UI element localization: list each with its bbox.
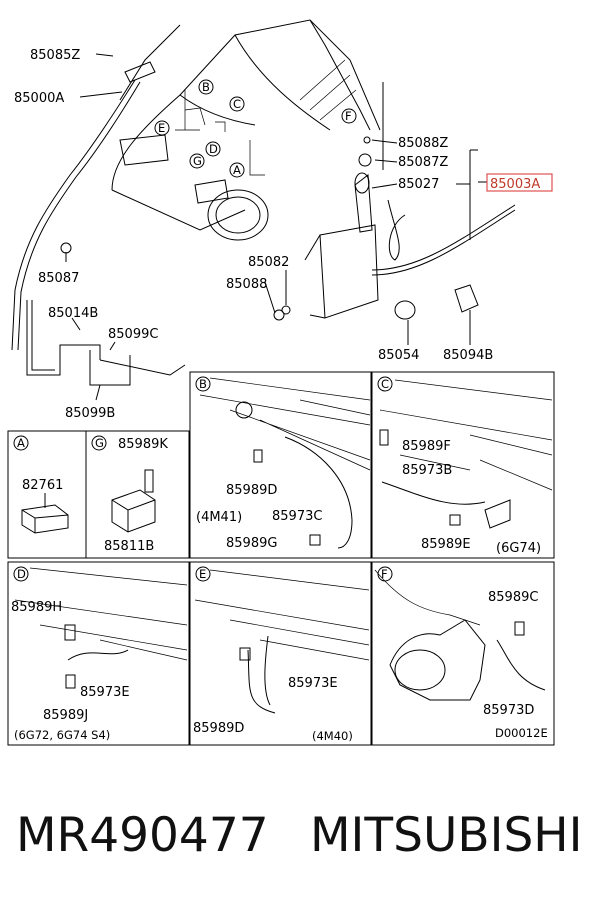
- label-85003A[interactable]: 85003A: [490, 177, 540, 192]
- panel-C-bolt2: 85989E: [421, 537, 471, 552]
- label-85099C: 85099C: [108, 327, 158, 342]
- callout-B: B: [202, 80, 210, 94]
- panel-C-note: (6G74): [496, 541, 541, 556]
- panel-G-letter: G: [95, 436, 104, 450]
- label-85087Z: 85087Z: [398, 155, 448, 170]
- panel-D-bolt: 85989H: [11, 600, 62, 615]
- label-85082: 85082: [248, 255, 289, 270]
- panel-D-bolt2: 85989J: [43, 708, 88, 723]
- label-85094B: 85094B: [443, 348, 493, 363]
- callout-E: E: [158, 121, 165, 135]
- label-85027: 85027: [398, 177, 439, 192]
- panel-A-part: 82761: [22, 478, 63, 493]
- panel-E-note: (4M40): [312, 729, 353, 743]
- vehicle-outline: [111, 19, 381, 241]
- panel-D-harness: 85973E: [80, 685, 130, 700]
- panel-E-bolt: 85989D: [193, 721, 244, 736]
- panel-B-bolt2: 85989G: [226, 536, 277, 551]
- panel-C-letter: C: [381, 377, 389, 391]
- panel-C-harness: 85973B: [402, 463, 452, 478]
- label-85088: 85088: [226, 277, 267, 292]
- panel-D-letter: D: [17, 567, 26, 581]
- leader-lines: [65, 53, 488, 401]
- callout-G: G: [193, 154, 202, 168]
- label-85085Z: 85085Z: [30, 48, 80, 63]
- panel-D-note: (6G72, 6G74 S4): [14, 728, 110, 742]
- panel-frames: [7, 371, 555, 746]
- panel-C-bolt: 85989F: [402, 439, 451, 454]
- panel-G-top: 85989K: [118, 437, 168, 452]
- panel-B-letter: B: [199, 377, 207, 391]
- panel-B-note: (4M41): [196, 510, 242, 525]
- label-85000A: 85000A: [14, 91, 64, 106]
- panel-G-bottom: 85811B: [104, 539, 154, 554]
- part-number: MR490477: [16, 808, 269, 863]
- panel-F-harness: 85973D: [483, 703, 534, 718]
- label-85099B: 85099B: [65, 406, 115, 421]
- footer: MR490477 MITSUBISHI: [0, 800, 600, 880]
- callout-F: F: [345, 109, 352, 123]
- label-85054: 85054: [378, 348, 419, 363]
- panel-F-bolt: 85989C: [488, 590, 538, 605]
- label-85088Z: 85088Z: [398, 136, 448, 151]
- label-85087: 85087: [38, 271, 79, 286]
- panel-E-harness: 85973E: [288, 676, 338, 691]
- parts-diagram: 85085Z 85000A 85087 85014B 85099C 85099B…: [7, 19, 555, 746]
- relay-85811B: [111, 489, 156, 533]
- washer-tank: [273, 82, 516, 321]
- diagram-code: D00012E: [495, 726, 548, 740]
- panel-E-letter: E: [199, 567, 206, 581]
- callout-letters: B C D E G A F: [154, 79, 357, 178]
- highlight-box: [486, 173, 553, 192]
- wiper-motor: [389, 619, 486, 701]
- brand-name: MITSUBISHI: [310, 808, 583, 863]
- panel-F-letter: F: [381, 567, 388, 581]
- washer-hose: [11, 24, 186, 386]
- panel-B-harness: 85973C: [272, 509, 322, 524]
- panel-A-letter: A: [17, 436, 25, 450]
- label-85014B: 85014B: [48, 306, 98, 321]
- callout-C: C: [233, 97, 241, 111]
- module-82761: [21, 504, 69, 534]
- callout-A: A: [233, 163, 241, 177]
- callout-D: D: [209, 142, 218, 156]
- panel-B-bolt: 85989D: [226, 483, 277, 498]
